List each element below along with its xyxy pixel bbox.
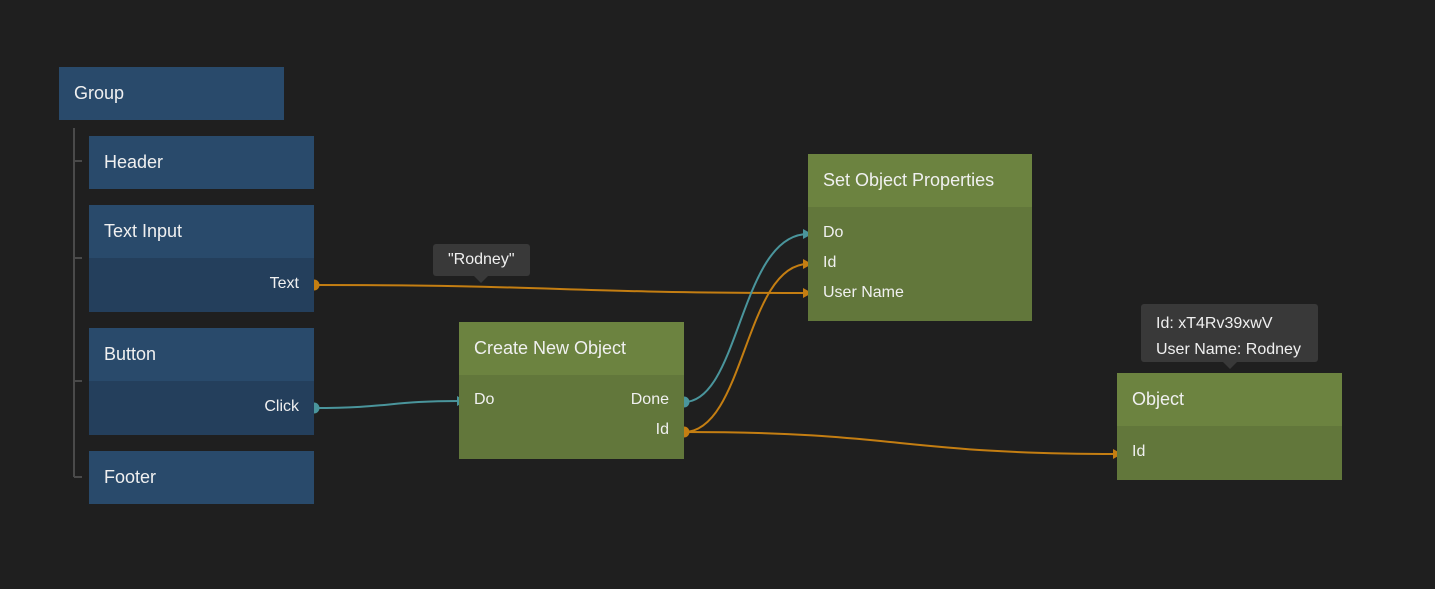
node-title: Header: [89, 136, 314, 189]
port-id[interactable]: Id: [823, 254, 837, 271]
node-title: Footer: [89, 451, 314, 504]
wire-id-to-set-id[interactable]: [683, 263, 809, 433]
object-value-tooltip: Id: xT4Rv39xwV User Name: Rodney: [1141, 304, 1318, 369]
object-node[interactable]: Object Id: [1117, 373, 1342, 480]
set-object-properties-node[interactable]: Set Object Properties Do Id User Name: [808, 154, 1032, 321]
node-title: Group: [59, 67, 284, 120]
node-title: Text Input: [89, 205, 314, 258]
wire-id-to-object-id[interactable]: [683, 431, 1118, 455]
tooltip-username-line: User Name: Rodney: [1156, 341, 1301, 358]
group-tree-lines: [73, 128, 82, 478]
create-new-object-node[interactable]: Create New Object Do Done Id: [459, 322, 684, 459]
button-node[interactable]: Button Click: [89, 328, 314, 435]
port-id[interactable]: Id: [655, 421, 669, 438]
arrow-set-username: [803, 288, 812, 298]
tooltip-id-line: Id: xT4Rv39xwV: [1156, 315, 1273, 332]
arrow-set-do: [803, 229, 812, 239]
text-value-tooltip: "Rodney": [433, 244, 530, 283]
port-do[interactable]: Do: [474, 391, 495, 408]
port-do[interactable]: Do: [823, 224, 844, 241]
node-body: Id: [1117, 426, 1342, 480]
wire-click-to-do[interactable]: [313, 400, 460, 409]
arrow-set-id: [803, 259, 812, 269]
node-title: Set Object Properties: [808, 154, 1032, 207]
node-title: Create New Object: [459, 322, 684, 375]
node-title: Button: [89, 328, 314, 381]
header-node[interactable]: Header: [89, 136, 314, 189]
wire-done-to-set-do[interactable]: [683, 233, 809, 403]
port-user-name[interactable]: User Name: [823, 284, 904, 301]
text-input-node[interactable]: Text Input Text: [89, 205, 314, 312]
node-title: Object: [1117, 373, 1342, 426]
node-body: Text: [89, 258, 314, 312]
node-body: Do Done Id: [459, 375, 684, 459]
port-text[interactable]: Text: [269, 275, 299, 292]
node-body: Do Id User Name: [808, 207, 1032, 321]
port-done[interactable]: Done: [630, 391, 669, 408]
node-body: Click: [89, 381, 314, 435]
port-click[interactable]: Click: [264, 398, 299, 415]
tooltip-text: "Rodney": [448, 251, 515, 268]
group-node[interactable]: Group: [59, 67, 284, 120]
footer-node[interactable]: Footer: [89, 451, 314, 504]
wire-text-to-username[interactable]: [313, 284, 809, 294]
port-id[interactable]: Id: [1132, 443, 1146, 460]
